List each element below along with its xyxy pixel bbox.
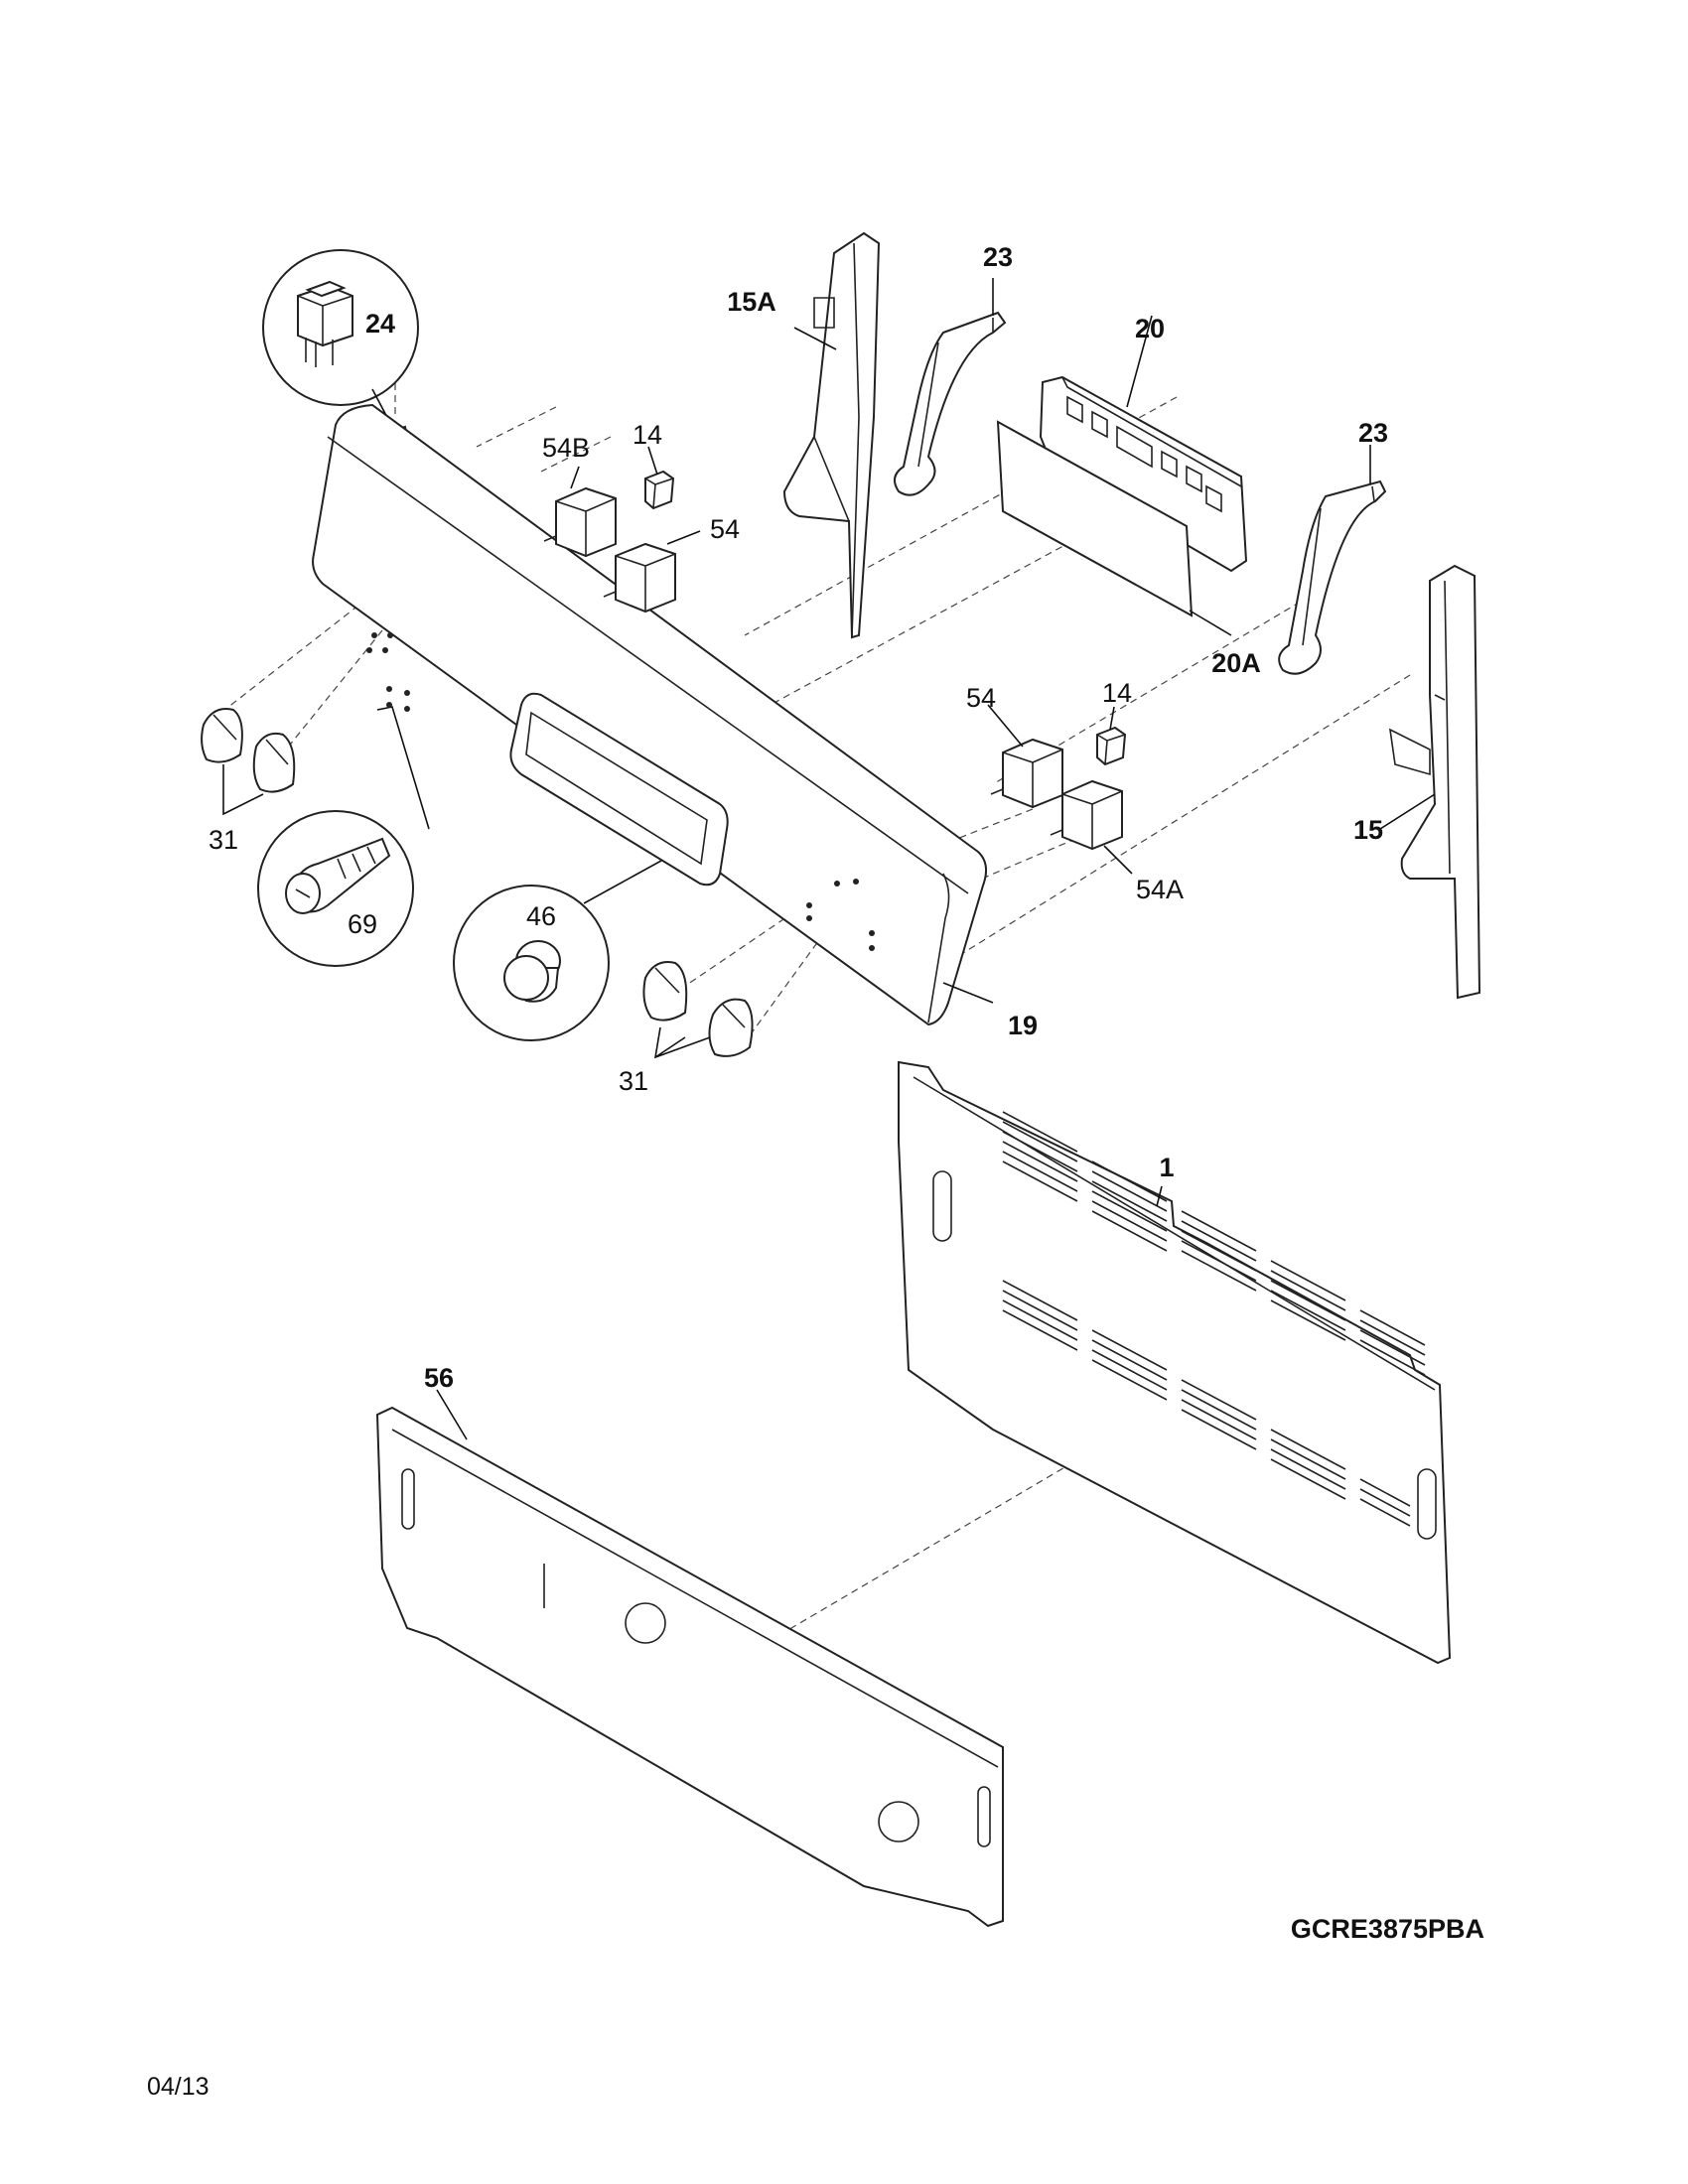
callout-14-lower: 14 [1102, 678, 1132, 708]
callout-labels: 24 54B 14 54 15A 23 20 23 20A 54 14 54A … [209, 242, 1388, 1393]
callout-20A: 20A [1211, 648, 1261, 678]
callout-54-upper: 54 [710, 514, 740, 544]
callout-31-right: 31 [619, 1066, 648, 1096]
callout-14-upper: 14 [633, 420, 662, 450]
callout-23-left: 23 [983, 242, 1013, 272]
panel-brackets [894, 278, 1387, 675]
control-panel [312, 403, 994, 1026]
end-brackets [782, 231, 1481, 1000]
callout-1: 1 [1159, 1153, 1174, 1182]
callout-31-left: 31 [209, 825, 238, 855]
callout-46: 46 [526, 901, 556, 931]
callout-20: 20 [1135, 314, 1165, 343]
screw-detail [257, 706, 430, 967]
callout-15: 15 [1353, 815, 1383, 845]
knobs [201, 708, 754, 1059]
callout-23-right: 23 [1358, 418, 1388, 448]
callout-15A: 15A [727, 287, 776, 317]
rear-trim [375, 1389, 1004, 1928]
callout-56: 56 [424, 1363, 454, 1393]
model-number: GCRE3875PBA [1291, 1914, 1484, 1944]
callout-54B: 54B [542, 433, 590, 463]
callout-69: 69 [348, 909, 377, 939]
callout-54A: 54A [1136, 875, 1184, 904]
electronic-control [996, 315, 1248, 636]
back-panel [898, 1060, 1452, 1665]
infinite-switches [543, 446, 1133, 875]
lens-detail [453, 855, 833, 1041]
callout-54-lower: 54 [966, 683, 996, 713]
callout-19: 19 [1008, 1011, 1038, 1040]
assembly-lines [217, 347, 1411, 1639]
date-code: 04/13 [147, 2073, 210, 2101]
callout-24: 24 [365, 309, 395, 339]
